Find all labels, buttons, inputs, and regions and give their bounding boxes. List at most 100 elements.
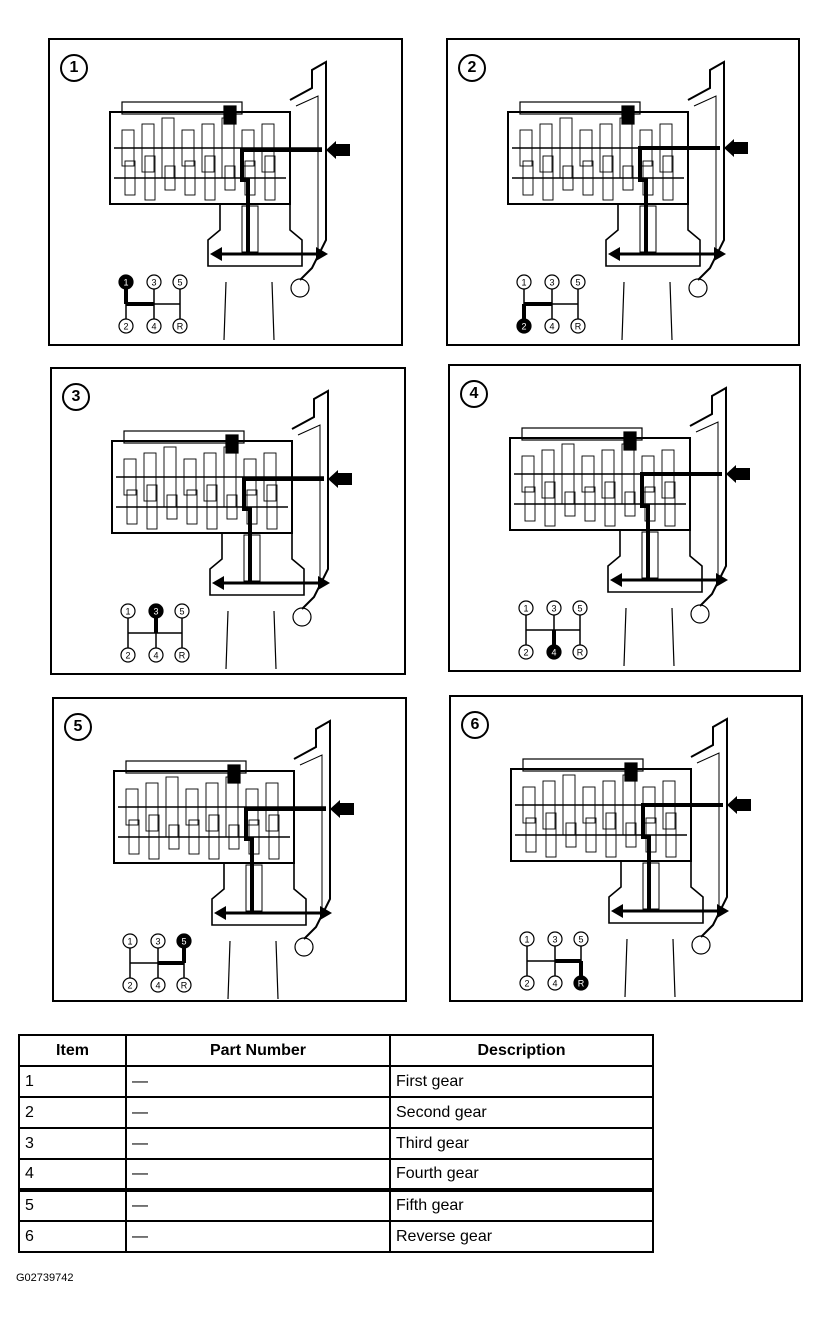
- gear-position-label: 3: [551, 604, 556, 614]
- power-flow-path: [240, 148, 322, 254]
- input-gear: [579, 129, 593, 167]
- output-gear: [166, 494, 178, 520]
- output-gear: [206, 484, 218, 530]
- gear-position-circle: [516, 274, 532, 290]
- input-gear: [521, 455, 535, 493]
- description-header: Description: [389, 1034, 654, 1067]
- mount-leg-right: [275, 940, 279, 1000]
- panel-number-badge: 4: [460, 380, 488, 408]
- table-header-row: Item Part Number Description: [18, 1034, 654, 1067]
- output-gear: [224, 165, 236, 191]
- output-arrow-right-icon: [717, 904, 729, 918]
- case-top-rib: [522, 758, 644, 772]
- gear-case-outline: [111, 440, 293, 534]
- mount-leg-left: [621, 281, 625, 341]
- panel-number-badge: 3: [62, 383, 90, 411]
- input-gear: [539, 123, 553, 173]
- gear-position-label: 1: [524, 935, 529, 945]
- input-gear: [143, 452, 157, 502]
- output-gear: [584, 486, 596, 522]
- mount-leg-right: [271, 281, 275, 341]
- gear-position-label: 3: [155, 937, 160, 947]
- drain-plug: [690, 604, 710, 624]
- gear-position-circle: [150, 977, 166, 993]
- figure-code: G02739742: [16, 1272, 74, 1284]
- table-row: 3 — Third gear: [18, 1127, 654, 1160]
- output-gear: [544, 481, 556, 527]
- gear-position-circle: [573, 931, 589, 947]
- output-arrow-right-icon: [714, 247, 726, 261]
- input-gear: [181, 129, 195, 167]
- input-gear: [522, 786, 536, 824]
- gear-position-label: R: [578, 979, 585, 989]
- part-number-cell: —: [125, 1158, 391, 1192]
- gear-position-circle: [150, 933, 166, 949]
- output-gear: [564, 491, 576, 517]
- gear-position-label: 3: [549, 278, 554, 288]
- output-gear: [168, 824, 180, 850]
- gear-position-label: 4: [549, 322, 554, 332]
- input-gear: [622, 774, 636, 836]
- gear-position-label: R: [179, 651, 186, 661]
- output-arrow-right-icon: [320, 906, 332, 920]
- input-gear: [519, 129, 533, 167]
- input-gear: [141, 123, 155, 173]
- part-number-cell: —: [125, 1220, 391, 1253]
- drain-plug: [290, 278, 310, 298]
- shift-fork-block: [623, 431, 637, 451]
- power-flow-path: [640, 472, 722, 580]
- gear-position-circle: [570, 274, 586, 290]
- description-cell: Third gear: [389, 1127, 654, 1160]
- part-number-cell: —: [125, 1096, 391, 1129]
- gear-position-circle: [172, 274, 188, 290]
- output-gear: [525, 817, 537, 853]
- gear-case-outline: [509, 437, 691, 531]
- gear-position-circle: [172, 318, 188, 334]
- mount-leg-right: [669, 281, 673, 341]
- mount-leg-right: [671, 607, 675, 667]
- input-gear: [125, 788, 139, 826]
- input-gear: [145, 782, 159, 832]
- output-gear: [602, 155, 614, 201]
- legend-table: Item Part Number Description 1 — First g…: [18, 1034, 654, 1253]
- mount-leg-left: [223, 281, 227, 341]
- power-flow-path: [638, 146, 720, 254]
- input-arrow-icon: [328, 470, 352, 488]
- gear-case-outline: [510, 768, 692, 862]
- gear-position-label: 5: [575, 278, 580, 288]
- input-arrow-icon: [326, 141, 350, 159]
- case-top-rib: [125, 760, 247, 774]
- input-gear: [619, 117, 633, 179]
- gear-position-circle: [174, 603, 190, 619]
- output-gear: [148, 814, 160, 860]
- part-number-cell: —: [125, 1189, 391, 1222]
- input-arrow-icon: [727, 796, 751, 814]
- input-gear: [185, 788, 199, 826]
- item-cell: 2: [18, 1096, 127, 1129]
- output-arrow-left-icon: [610, 573, 622, 587]
- gear-position-circle: [148, 647, 164, 663]
- gear-position-circle: [118, 318, 134, 334]
- gear-position-circle: [518, 600, 534, 616]
- output-gear: [268, 814, 280, 860]
- bell-housing-inner-line: [299, 754, 323, 909]
- output-arrow-left-icon: [212, 576, 224, 590]
- gear-position-circle: [518, 644, 534, 660]
- output-gear: [524, 486, 536, 522]
- output-gear: [186, 489, 198, 525]
- output-gear: [545, 812, 557, 858]
- output-arrow-right-icon: [716, 573, 728, 587]
- drain-plug: [294, 937, 314, 957]
- gear-position-label: 1: [127, 937, 132, 947]
- input-gear: [221, 117, 235, 179]
- power-flow-path: [641, 803, 723, 911]
- gear-position-label: 1: [123, 278, 128, 288]
- output-gear: [522, 160, 534, 196]
- output-gear: [542, 155, 554, 201]
- output-arrow-left-icon: [210, 247, 222, 261]
